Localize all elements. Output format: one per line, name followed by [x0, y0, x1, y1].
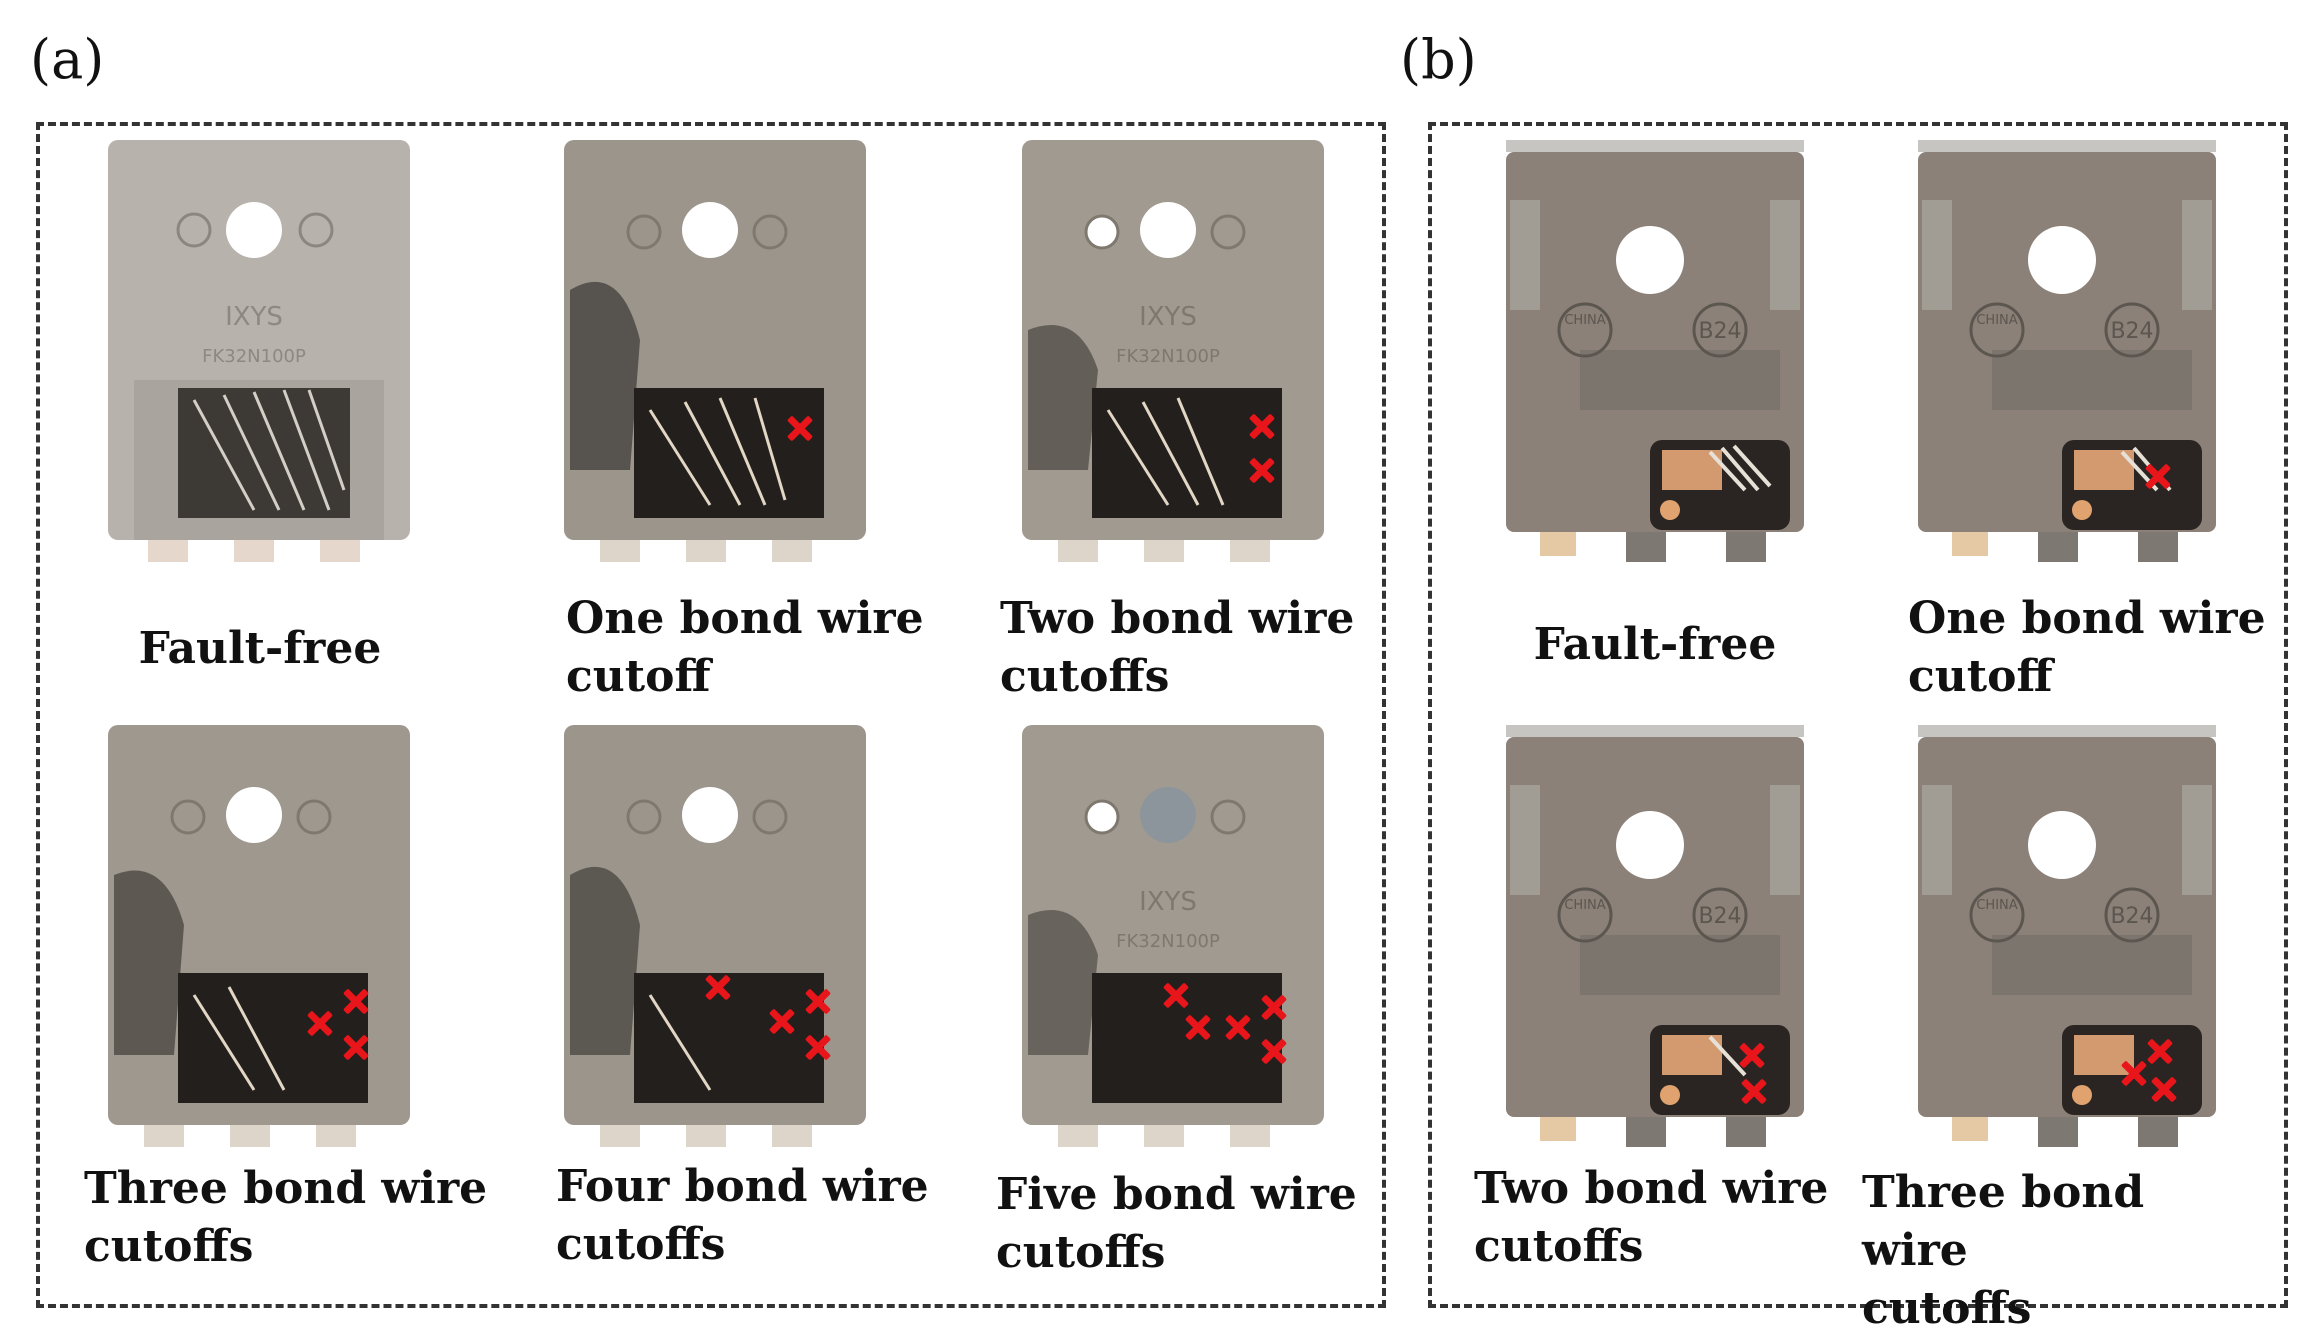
chip-code-text: B24 — [2110, 904, 2153, 929]
chip-code-text: B24 — [2110, 319, 2153, 344]
chip-part-text: FK32N100P — [1116, 346, 1220, 367]
chip-origin-text: CHINA — [1976, 898, 2017, 913]
chip-origin-text: CHINA — [1564, 898, 1605, 913]
caption-a-three-cutoffs: Three bond wire cutoffs — [84, 1163, 488, 1272]
device-photo-a-fault-free: IXYS FK32N100P — [104, 140, 414, 570]
panel-a-label: (a) — [30, 28, 105, 91]
caption-b-one-cutoff: One bond wire cutoff — [1908, 593, 2266, 702]
ixys-package-image — [564, 725, 866, 1147]
ixys-package-image: IXYS FK32N100P — [1022, 140, 1324, 562]
device-photo-a-three-cutoffs — [104, 725, 414, 1155]
device-photo-a-five-cutoffs: IXYS FK32N100P — [1018, 725, 1328, 1155]
ixys-package-image: IXYS FK32N100P — [108, 140, 410, 562]
caption-a-fault-free: Fault-free — [138, 623, 382, 674]
caption-a-two-cutoffs: Two bond wire cutoffs — [1000, 593, 1355, 702]
ixys-package-image — [564, 140, 866, 562]
device-photo-a-two-cutoffs: IXYS FK32N100P — [1018, 140, 1328, 570]
chip-brand-text: IXYS — [225, 302, 283, 332]
b24-package-image: CHINA B24 — [1918, 725, 2216, 1147]
device-photo-b-three-cutoffs: CHINA B24 — [1912, 725, 2222, 1155]
panel-a-frame — [36, 122, 1386, 1308]
ixys-package-image — [108, 725, 410, 1147]
chip-origin-text: CHINA — [1564, 313, 1605, 328]
b24-package-image: CHINA B24 — [1918, 140, 2216, 562]
b24-package-image: CHINA B24 — [1506, 140, 1804, 562]
caption-a-one-cutoff: One bond wire cutoff — [566, 593, 924, 702]
chip-code-text: B24 — [1698, 904, 1741, 929]
chip-brand-text: IXYS — [1139, 887, 1197, 917]
device-photo-b-fault-free: CHINA B24 — [1500, 140, 1810, 570]
caption-b-three-cutoffs: Three bond wire cutoffs — [1862, 1167, 2145, 1334]
chip-origin-text: CHINA — [1976, 313, 2017, 328]
device-photo-b-two-cutoffs: CHINA B24 — [1500, 725, 1810, 1155]
ixys-package-image: IXYS FK32N100P — [1022, 725, 1324, 1147]
device-photo-a-one-cutoff — [560, 140, 870, 570]
device-photo-b-one-cutoff: CHINA B24 — [1912, 140, 2222, 570]
panel-b-frame — [1428, 122, 2288, 1308]
caption-a-four-cutoffs: Four bond wire cutoffs — [556, 1161, 929, 1270]
b24-package-image: CHINA B24 — [1506, 725, 1804, 1147]
chip-code-text: B24 — [1698, 319, 1741, 344]
caption-b-two-cutoffs: Two bond wire cutoffs — [1474, 1163, 1829, 1272]
device-photo-a-four-cutoffs — [560, 725, 870, 1155]
caption-a-five-cutoffs: Five bond wire cutoffs — [996, 1169, 1357, 1278]
chip-brand-text: IXYS — [1139, 302, 1197, 332]
panel-b-label: (b) — [1400, 28, 1477, 91]
chip-part-text: FK32N100P — [202, 346, 306, 367]
chip-part-text: FK32N100P — [1116, 931, 1220, 952]
caption-b-fault-free: Fault-free — [1533, 619, 1777, 670]
